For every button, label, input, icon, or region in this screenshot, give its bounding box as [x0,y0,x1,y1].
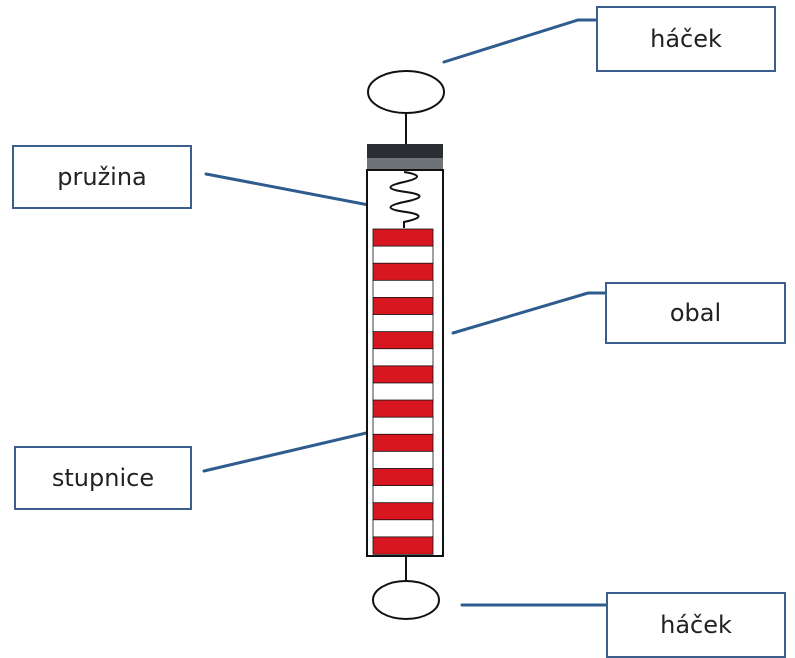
leader-line-scale [202,425,394,473]
scale-band-red [372,502,434,521]
scale-band-red [372,365,434,384]
bottom-hook-ring [372,580,440,620]
scale-band-red [372,297,434,316]
spring-coil [389,171,421,228]
casing-cap-dark [367,144,443,158]
casing-cap-mid [367,158,443,170]
label-spring-text: pružina [57,163,147,191]
scale-stripes [372,228,434,555]
label-hook-top: háček [596,6,776,72]
scale-band-white [372,348,434,367]
label-spring: pružina [12,145,192,209]
leader-line-hook-top [442,18,598,64]
label-hook-bottom-text: háček [660,611,732,639]
leader-line-casing [451,291,607,335]
label-casing: obal [605,282,786,344]
scale-band-white [372,314,434,333]
scale-band-red [372,228,434,247]
scale-band-white [372,279,434,299]
scale-band-white [372,245,434,264]
label-hook-top-text: háček [650,25,722,53]
scale-band-white [372,382,434,401]
label-scale-text: stupnice [51,464,155,492]
scale-band-red [372,262,434,282]
scale-band-red [372,331,434,350]
label-casing-text: obal [669,299,722,327]
scale-band-white [372,519,434,538]
scale-band-red [372,399,434,418]
scale-band-white [372,450,434,470]
scale-band-red [372,536,434,555]
label-scale: stupnice [14,446,192,510]
scale-band-white [372,485,434,504]
top-hook-ring [367,70,445,114]
scale-band-white [372,416,434,435]
scale-band-red [372,433,434,453]
scale-band-red [372,468,434,487]
leader-line-spring [204,172,376,208]
label-hook-bottom: háček [606,592,786,658]
leader-lines [202,18,608,607]
